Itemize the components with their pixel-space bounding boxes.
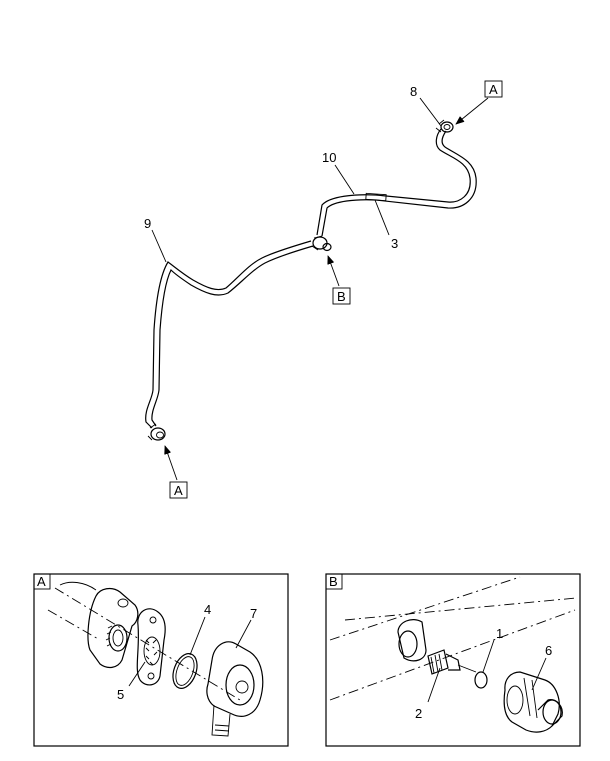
ref-a-bottom-label: A [174, 483, 183, 498]
top-fitting [435, 119, 454, 133]
detail-b-label-1: 1 [496, 626, 503, 641]
callout-8: 8 [410, 84, 417, 99]
bottom-fitting [147, 423, 166, 441]
detail-b-label-6: 6 [545, 643, 552, 658]
housing-block [87, 587, 139, 669]
middle-fitting [311, 235, 332, 252]
switch-6 [503, 671, 563, 733]
detail-a-label-7: 7 [250, 606, 257, 621]
sensor-7 [206, 641, 264, 737]
arrow-a-bottom [164, 445, 178, 481]
leader-3 [374, 199, 390, 236]
arrow-a-top [455, 97, 489, 125]
detail-a-panel: A [33, 573, 289, 747]
detail-b-title: B [329, 574, 338, 589]
fitting-2 [427, 649, 477, 675]
detail-b-label-2: 2 [415, 706, 422, 721]
ref-a-top-label: A [489, 82, 498, 97]
boss-b [397, 619, 427, 662]
detail-b-panel: B 2 1 6 [325, 573, 581, 747]
detail-a-title: A [37, 574, 46, 589]
o-ring-b [474, 671, 488, 689]
callout-3: 3 [391, 236, 398, 251]
leader-10 [334, 164, 355, 195]
ref-b-label: B [337, 289, 346, 304]
leader-8 [419, 97, 442, 127]
callout-9: 9 [144, 216, 151, 231]
callout-10: 10 [322, 150, 336, 165]
clip-3 [365, 192, 387, 202]
arrow-b [327, 255, 340, 287]
tube-9 [145, 240, 312, 429]
leader-9 [151, 229, 167, 263]
ref-box-b [332, 287, 351, 305]
ref-box-a-bottom [169, 481, 188, 499]
detail-a-label-5: 5 [117, 687, 124, 702]
gasket [136, 608, 166, 686]
detail-a-label-4: 4 [204, 602, 211, 617]
tube-10 [316, 128, 471, 236]
tube-assembly: 8 10 3 9 A B A [144, 80, 503, 499]
o-ring-a [172, 653, 198, 689]
ref-box-a-top [484, 80, 503, 98]
